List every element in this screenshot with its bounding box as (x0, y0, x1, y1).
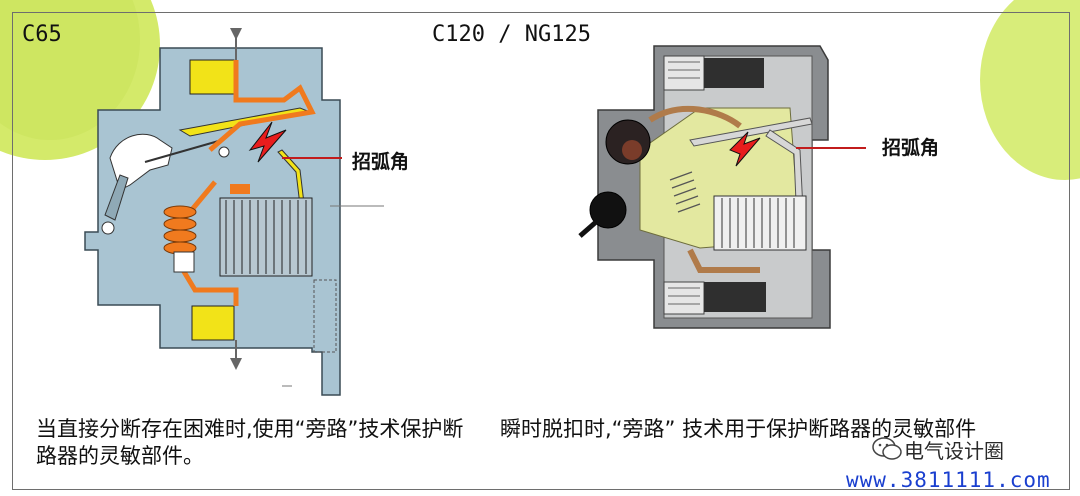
top-terminal (189, 59, 235, 95)
left-caption: 当直接分断存在困难时,使用“旁路”技术保护断路器的灵敏部件。 (36, 417, 464, 468)
arc-horn-label-right: 招弧角 (882, 137, 940, 159)
arc-chute (219, 197, 313, 277)
watermark-url: www.3811111.com (846, 468, 1051, 492)
bottom-terminal-screw (663, 281, 766, 315)
c120-ng125-title: C120 / NG125 (432, 22, 591, 47)
c65-title: C65 (22, 22, 62, 47)
arc-horn-label-left: 招弧角 (352, 151, 410, 173)
bottom-terminal (191, 305, 235, 341)
reset-knob (589, 191, 627, 229)
arc-spark-left (248, 121, 287, 163)
right-caption: 瞬时脱扣时,“旁路” 技术用于保护断路器的灵敏部件 (500, 417, 977, 441)
arc-spark-right (729, 131, 761, 167)
magnetic-coil (163, 205, 197, 273)
arc-chute-right (713, 195, 807, 251)
watermark-name: 电气设计圈 (904, 439, 1004, 463)
wechat-icon (872, 437, 902, 460)
slide-frame (12, 12, 1070, 490)
current-path (208, 60, 316, 152)
top-terminal-screw (663, 55, 764, 91)
